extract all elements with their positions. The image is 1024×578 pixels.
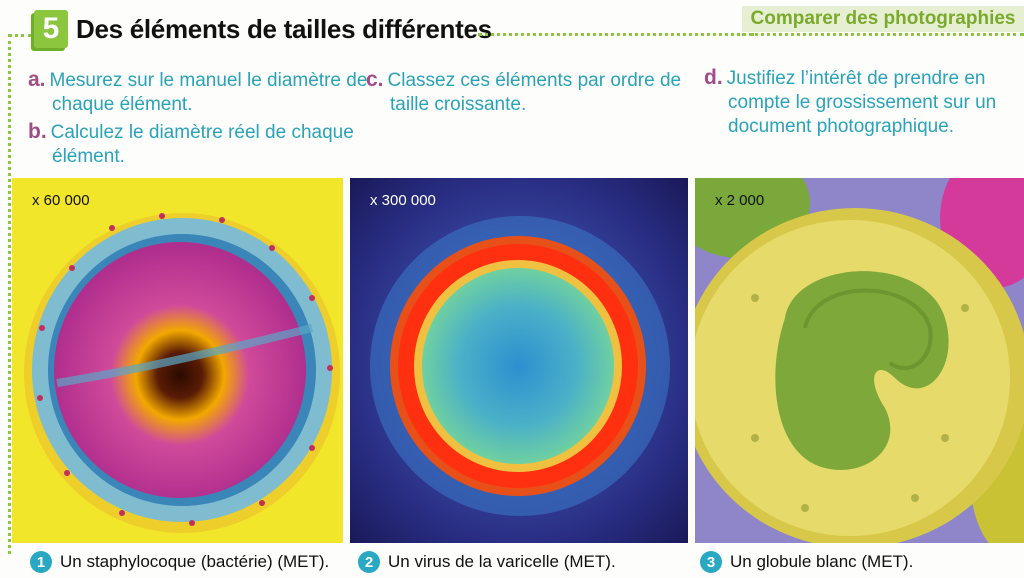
topic-tab: Comparer des photographies	[742, 6, 1024, 32]
question-text: Calculez le diamètre réel de chaque élém…	[50, 122, 354, 167]
question-d: d.Justifiez l’intérêt de prendre en comp…	[704, 66, 1024, 139]
photo-staphylococcus: x 60 000	[12, 178, 343, 543]
caption-text: Un virus de la varicelle (MET).	[388, 552, 616, 571]
question-letter: a.	[28, 68, 46, 91]
frame-border-top-right	[742, 33, 1024, 36]
caption-text: Un globule blanc (MET).	[730, 552, 914, 571]
caption-number-badge: 2	[358, 551, 380, 573]
caption-text: Un staphylocoque (bactérie) (MET).	[60, 552, 330, 571]
caption-1: 1 Un staphylocoque (bactérie) (MET).	[30, 548, 329, 576]
magnification-label: x 300 000	[370, 192, 436, 209]
frame-border-top-left	[8, 34, 32, 37]
white-blood-cell-image	[695, 178, 1024, 543]
caption-2: 2 Un virus de la varicelle (MET).	[358, 548, 616, 576]
photo-varicella-virus: x 300 000	[350, 178, 688, 543]
question-text: Classez ces éléments par ordre de taille…	[387, 70, 682, 115]
magnification-label: x 2 000	[715, 192, 765, 209]
title-dotted-rule	[478, 33, 754, 36]
question-a: a.Mesurez sur le manuel le diamètre de c…	[28, 68, 372, 117]
question-letter: c.	[366, 68, 384, 91]
question-b: b.Calculez le diamètre réel de chaque él…	[28, 120, 372, 169]
frame-border-left	[8, 34, 11, 554]
question-text: Mesurez sur le manuel le diamètre de cha…	[49, 70, 368, 115]
varicella-virus-image	[350, 178, 688, 543]
question-c: c.Classez ces éléments par ordre de tail…	[366, 68, 690, 117]
exercise-title: Des éléments de tailles différentes	[76, 14, 492, 44]
magnification-label: x 60 000	[32, 192, 90, 209]
caption-number-badge: 3	[700, 551, 722, 573]
question-letter: d.	[704, 66, 723, 89]
photo-white-blood-cell: x 2 000	[695, 178, 1024, 543]
exercise-number-badge: 5	[34, 10, 68, 48]
staphylococcus-image	[12, 178, 343, 543]
caption-number-badge: 1	[30, 551, 52, 573]
question-text: Justifiez l’intérêt de prendre en compte…	[726, 68, 997, 137]
question-letter: b.	[28, 120, 47, 143]
caption-3: 3 Un globule blanc (MET).	[700, 548, 913, 576]
